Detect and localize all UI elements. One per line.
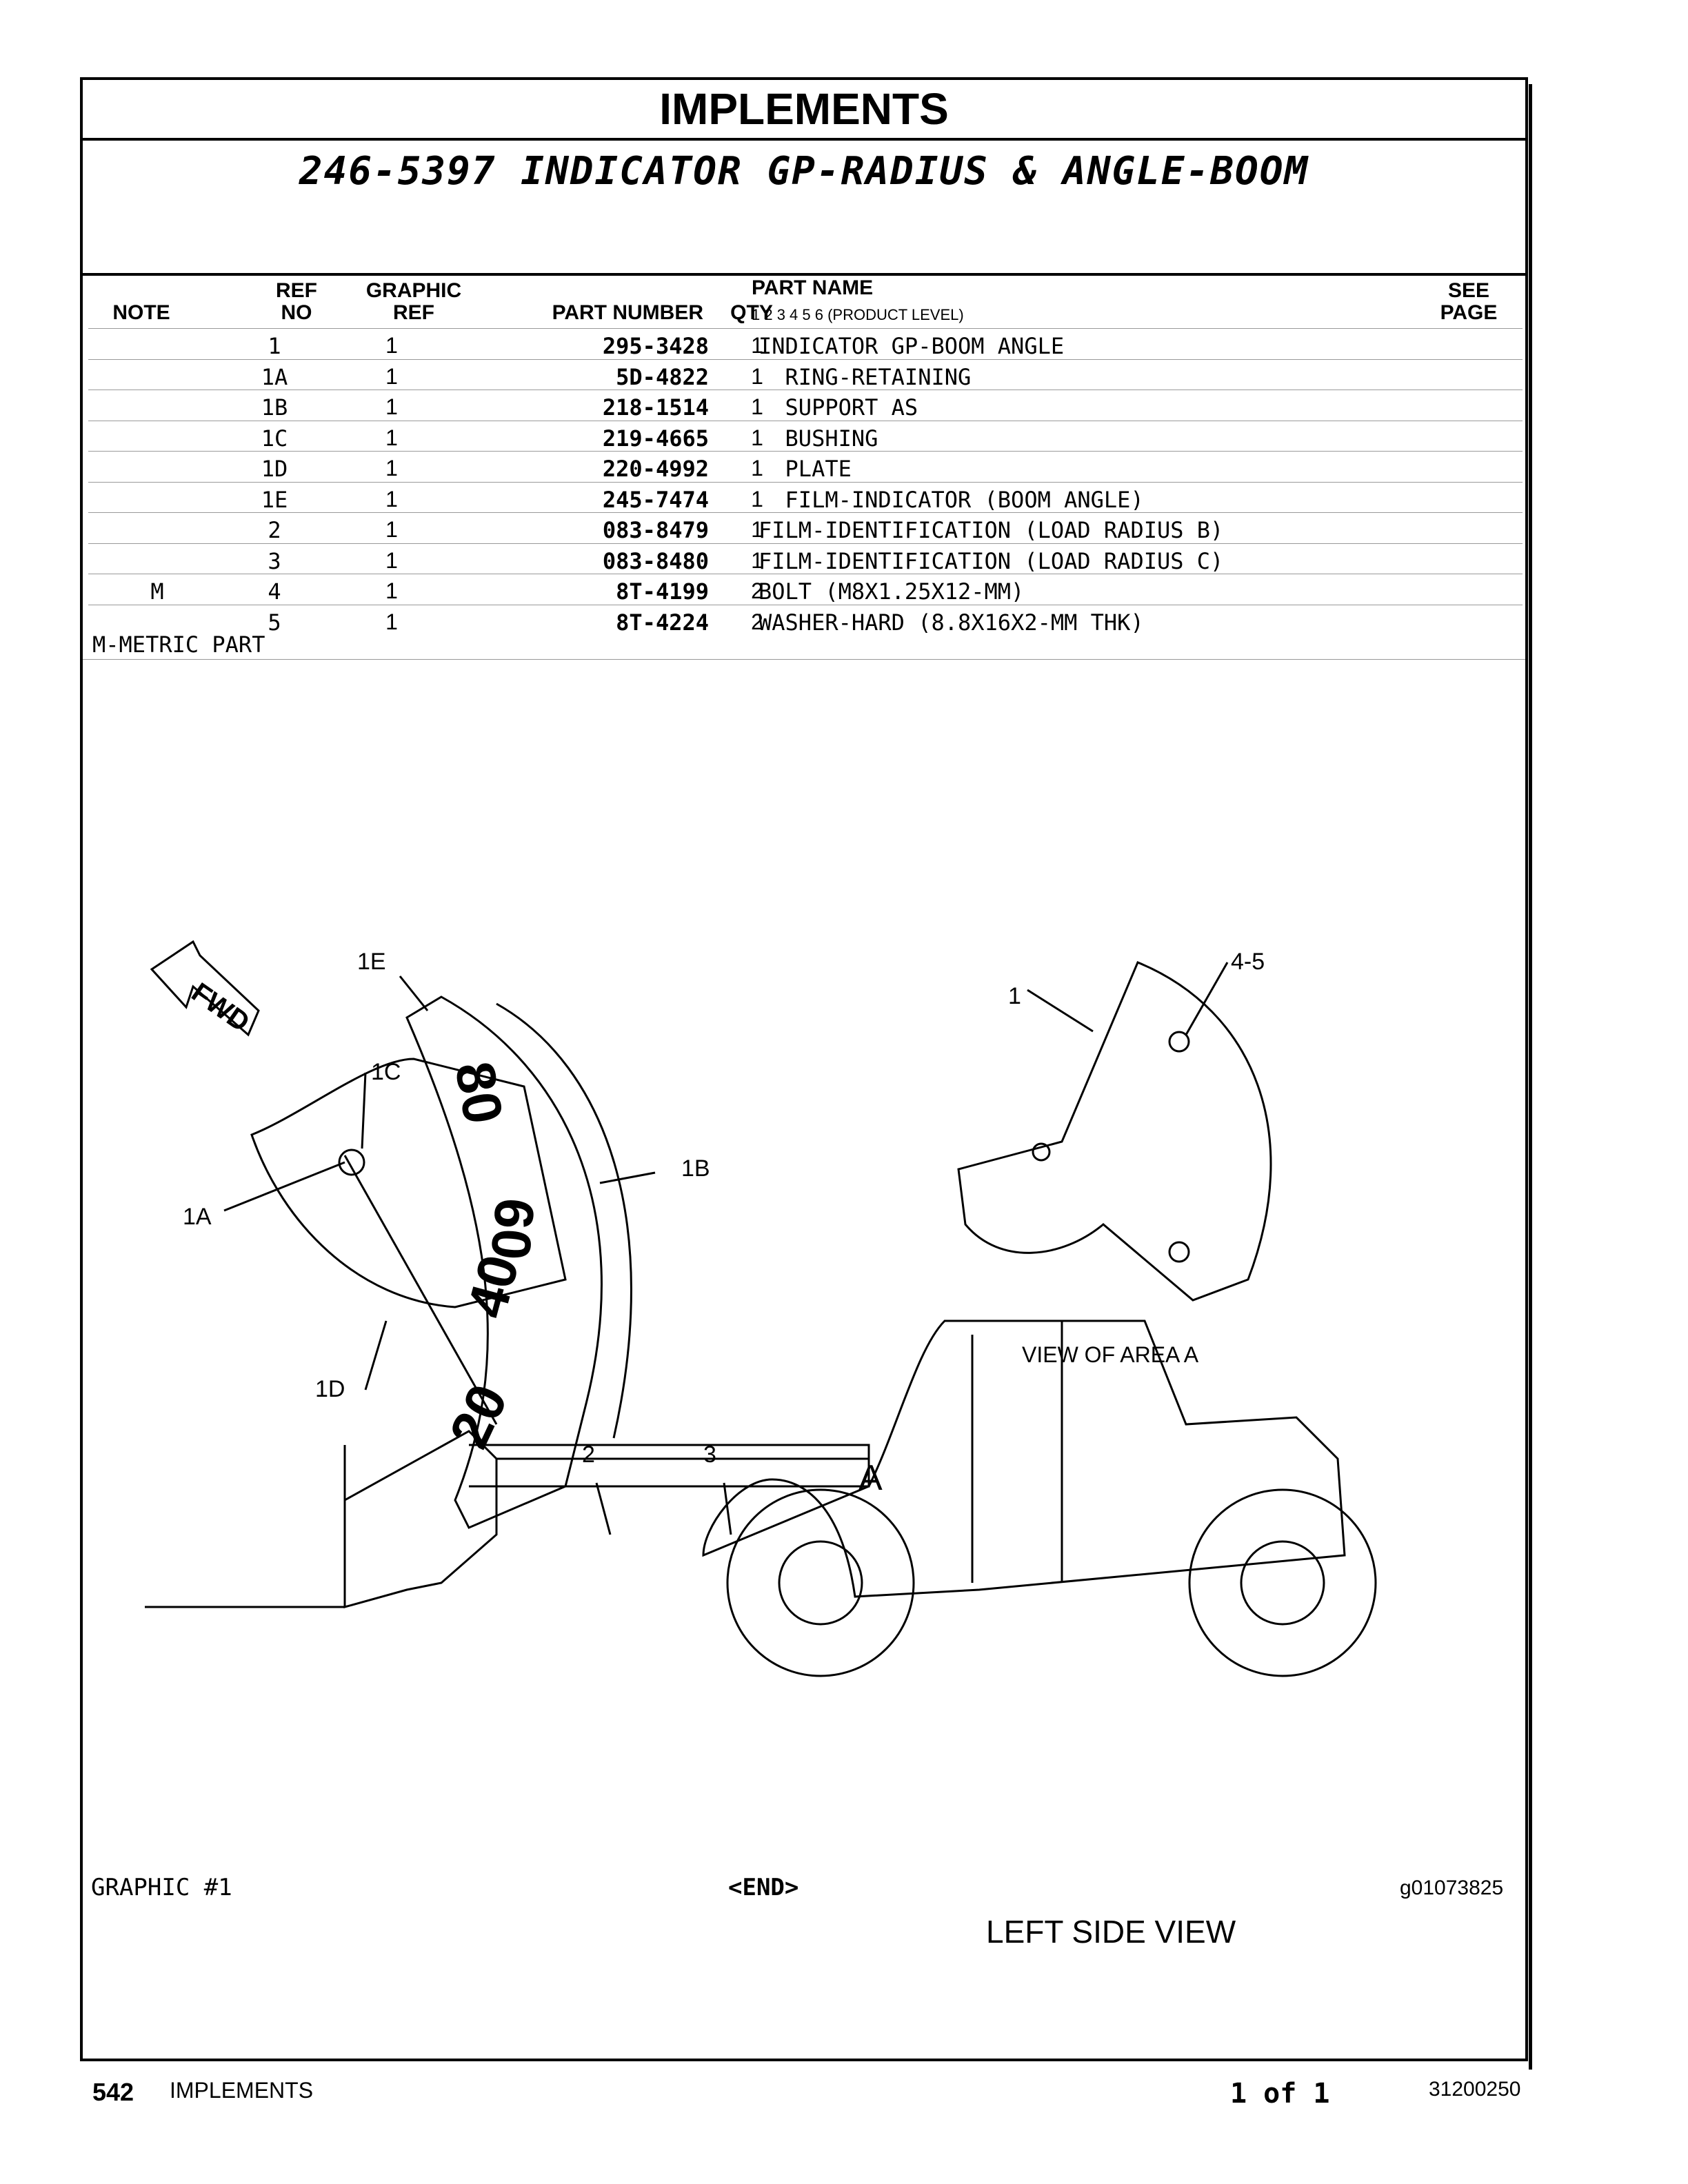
- page-of: 1 of 1: [1230, 2078, 1330, 2110]
- callout-1e: 1E: [357, 949, 386, 975]
- page-number: 542: [92, 2078, 134, 2106]
- col-part-name: PART NAME: [752, 276, 874, 299]
- graphic-label: GRAPHIC #1: [91, 1874, 232, 1901]
- col-qty: QTY: [730, 301, 773, 324]
- col-ref-no-1: REF: [276, 279, 317, 302]
- indicator-plate: [250, 1058, 567, 1308]
- page-frame: IMPLEMENTS 246-5397 INDICATOR GP-RADIUS …: [80, 77, 1532, 2070]
- area-a-view: [957, 961, 1272, 1302]
- image-id: g01073825: [1400, 1877, 1504, 1899]
- page-title: IMPLEMENTS: [83, 80, 1525, 141]
- group-title: 246-5397 INDICATOR GP-RADIUS & ANGLE-BOO…: [299, 149, 1309, 194]
- callout-1b: 1B: [681, 1155, 710, 1182]
- metric-note: M-METRIC PART: [92, 631, 265, 658]
- scale-label-60: 60: [479, 1196, 545, 1262]
- col-graphic-ref-1: GRAPHIC: [365, 279, 462, 302]
- view-area-a-label: VIEW OF AREA A: [1022, 1342, 1199, 1367]
- fwd-label: FWD: [186, 977, 255, 1038]
- parts-illustration: 1E 1C 1A 1D 1B 1 4-5 2 3 A FWD 80 60 40 …: [145, 940, 1377, 1950]
- col-product-level: 1 2 3 4 5 6 (PRODUCT LEVEL): [752, 306, 964, 323]
- col-see-page-2: PAGE: [1440, 301, 1498, 324]
- callout-2: 2: [582, 1442, 595, 1468]
- callout-1c: 1C: [371, 1059, 401, 1085]
- scale-label-80: 80: [443, 1057, 514, 1128]
- callout-4-5: 4-5: [1231, 949, 1265, 975]
- callout-a: A: [858, 1458, 883, 1498]
- col-see-page-1: SEE: [1447, 279, 1490, 302]
- left-side-view-label: LEFT SIDE VIEW: [986, 1914, 1236, 1950]
- callout-1a: 1A: [183, 1204, 212, 1230]
- callout-1d: 1D: [315, 1376, 345, 1402]
- table-bottom-rule: [83, 659, 1525, 660]
- col-graphic-ref-2: REF: [393, 301, 434, 324]
- indicator-arc: [405, 995, 603, 1529]
- end-label: <END>: [728, 1874, 799, 1901]
- col-ref-no-2: NO: [281, 301, 312, 324]
- callout-1: 1: [1008, 983, 1021, 1009]
- col-part-number: PART NUMBER: [552, 301, 703, 324]
- footer-section: IMPLEMENTS: [170, 2078, 314, 2103]
- header-divider: [83, 273, 1525, 276]
- machine-left-side-view: [145, 1320, 1377, 1677]
- callout-3: 3: [703, 1442, 716, 1468]
- col-note: NOTE: [112, 301, 170, 324]
- fwd-arrow-icon: [150, 940, 260, 1037]
- doc-number: 31200250: [1429, 2078, 1521, 2101]
